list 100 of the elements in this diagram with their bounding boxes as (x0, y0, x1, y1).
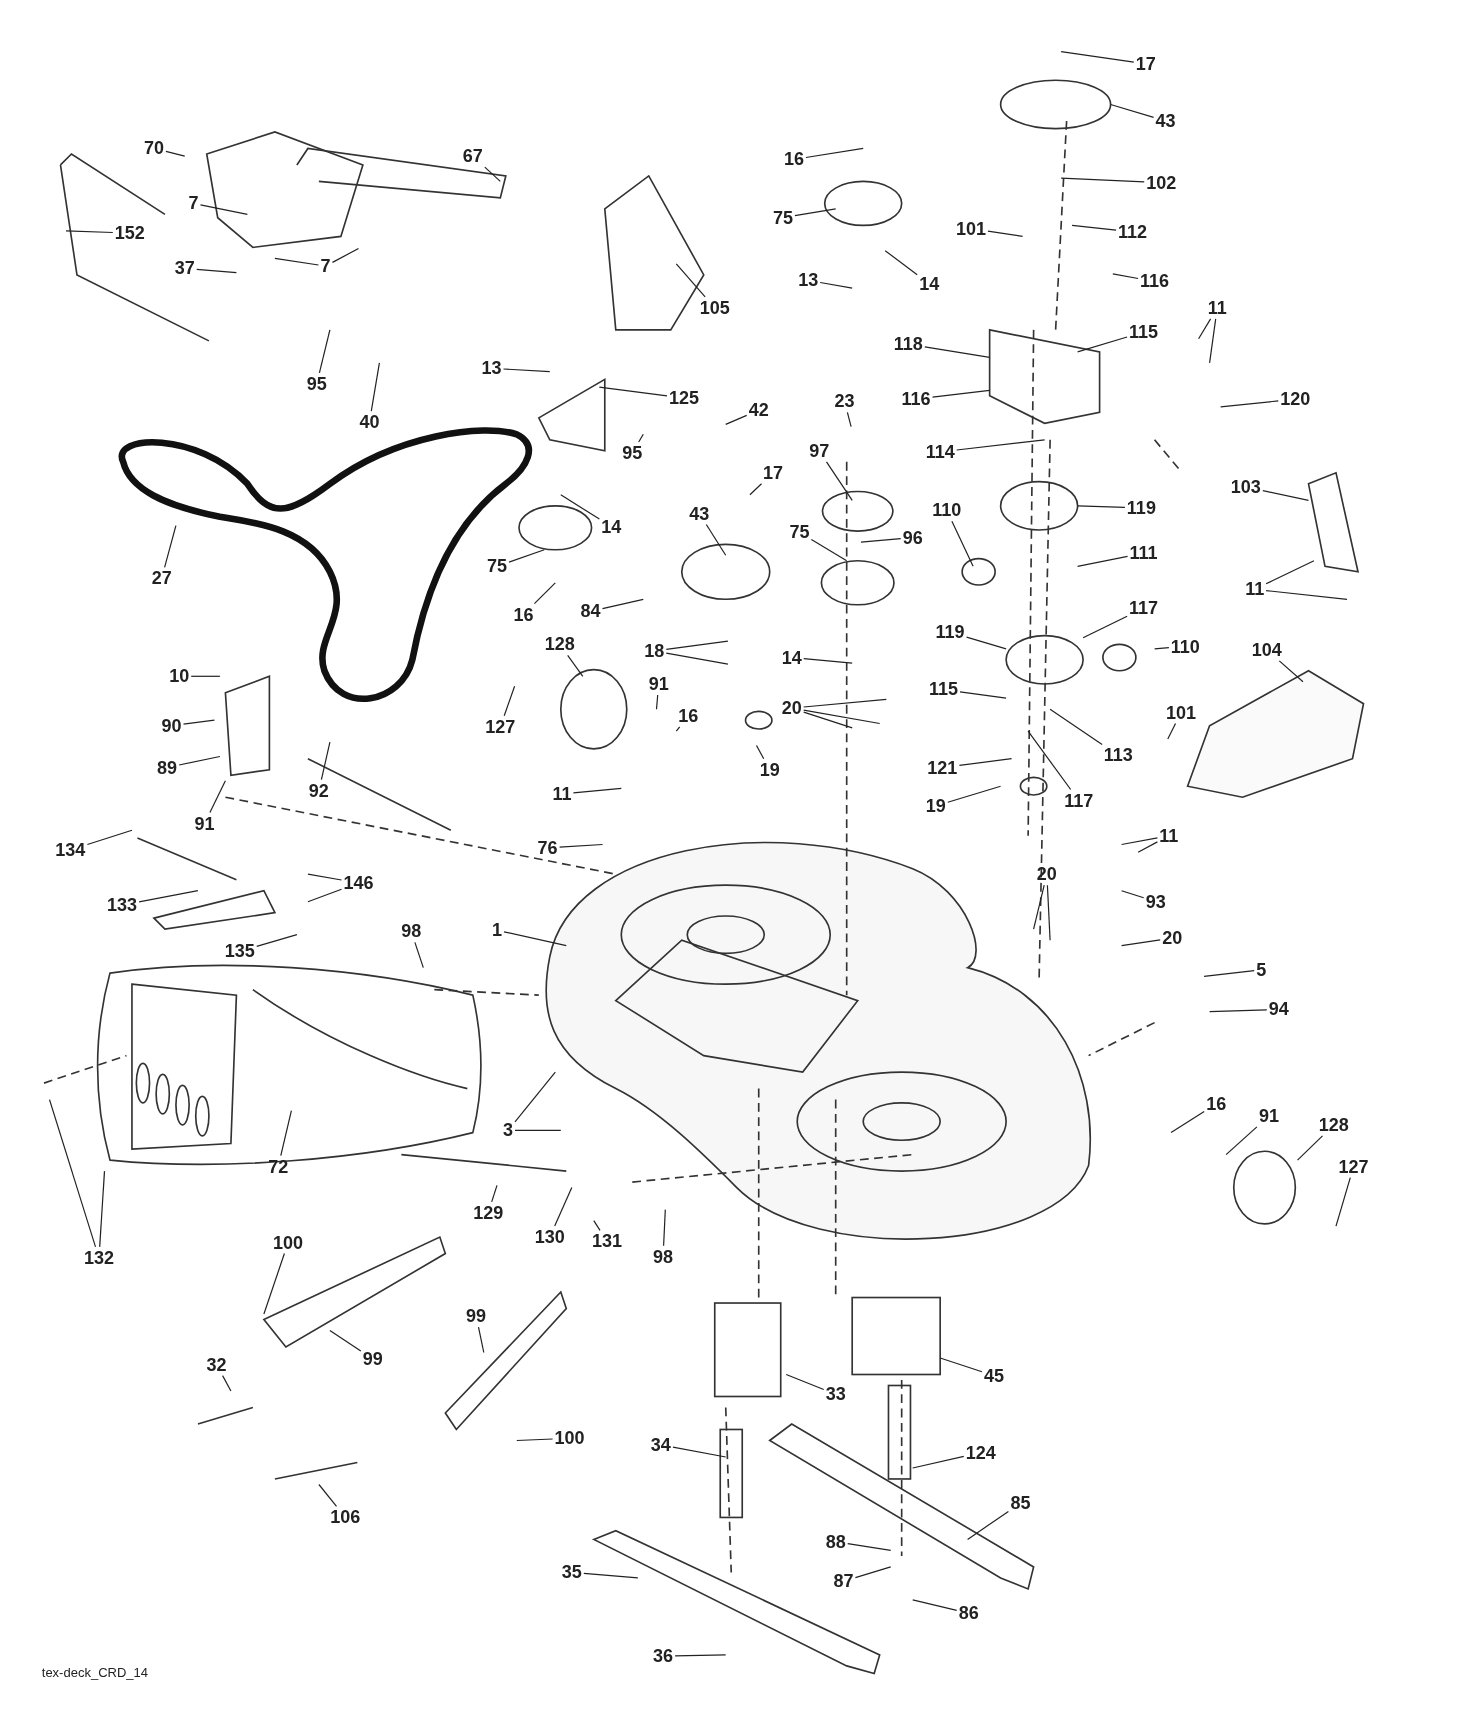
callout-number: 94 (1268, 999, 1289, 1020)
leader-line (491, 1184, 498, 1203)
leader-line (803, 711, 853, 729)
leader-line (484, 166, 501, 182)
leader-line (196, 268, 237, 274)
leader-line (263, 1252, 285, 1315)
leader-line (1265, 560, 1315, 585)
callout-number: 106 (330, 1507, 361, 1528)
leader-line (805, 147, 864, 159)
callout-number: 17 (1135, 53, 1156, 74)
callout-number: 146 (343, 872, 374, 893)
callout-number: 128 (544, 634, 575, 655)
callout-number: 93 (1145, 891, 1166, 912)
callout-number: 91 (194, 813, 215, 834)
leader-line (164, 525, 177, 568)
leader-line (675, 726, 681, 732)
leader-line (516, 1438, 554, 1442)
leader-line (601, 598, 644, 610)
leader-line (924, 346, 991, 358)
leader-line (1335, 1177, 1351, 1227)
leader-line (749, 483, 763, 496)
callout-number: 45 (984, 1365, 1005, 1386)
leader-line (1209, 1009, 1268, 1013)
leader-line (931, 389, 991, 398)
leader-line (794, 208, 837, 217)
callout-number: 133 (107, 894, 138, 915)
leader-line (1033, 884, 1045, 930)
leader-line (912, 1455, 965, 1469)
callout-number: 98 (653, 1246, 674, 1267)
callout-number: 86 (958, 1603, 979, 1624)
leader-line (803, 658, 853, 664)
leader-line (318, 1483, 338, 1507)
leader-line (199, 204, 248, 215)
callout-number: 127 (485, 716, 516, 737)
leader-line (1262, 490, 1310, 501)
callout-number: 99 (362, 1349, 383, 1370)
callout-number: 33 (825, 1384, 846, 1405)
callout-number: 10 (169, 666, 190, 687)
leader-line (825, 461, 853, 501)
leader-line (502, 368, 551, 373)
callout-number: 119 (1126, 498, 1156, 518)
callout-number: 121 (927, 757, 958, 778)
leader-line (48, 1099, 97, 1248)
callout-number: 87 (833, 1571, 854, 1592)
callout-number: 152 (114, 223, 145, 244)
leader-line (672, 1446, 727, 1458)
callout-number: 125 (668, 388, 699, 409)
leader-line (320, 741, 331, 781)
leader-line (951, 520, 974, 567)
leader-line (1049, 708, 1103, 745)
leader-line (583, 1572, 639, 1579)
callout-number: 119 (935, 622, 965, 643)
leader-line (274, 257, 320, 266)
callout-number: 115 (928, 679, 958, 700)
leader-line (560, 494, 600, 520)
callout-number: 127 (1338, 1156, 1369, 1177)
callout-number: 3 (503, 1120, 513, 1141)
leader-line (958, 758, 1013, 766)
leader-line (912, 1599, 958, 1611)
callout-number: 14 (919, 273, 940, 294)
leader-line (1278, 660, 1304, 683)
callout-number: 19 (925, 796, 946, 816)
callout-number: 131 (591, 1231, 622, 1252)
leader-line (508, 549, 545, 563)
callout-number: 132 (83, 1247, 114, 1268)
callout-number: 42 (748, 400, 769, 421)
leader-line (1296, 1135, 1324, 1161)
leader-line (1112, 273, 1139, 280)
leader-line (1077, 505, 1126, 508)
drawing-code: tex-deck_CRD_14 (41, 1664, 148, 1680)
callout-number: 40 (359, 412, 380, 433)
callout-number: 92 (308, 780, 329, 801)
leader-line (329, 1329, 362, 1352)
leader-line (785, 1373, 825, 1391)
callout-number: 67 (462, 146, 483, 167)
callout-number: 34 (650, 1434, 671, 1455)
leader-line (705, 523, 727, 556)
leader-line (939, 1357, 983, 1373)
callout-number: 91 (1258, 1106, 1279, 1127)
callout-number: 5 (1256, 959, 1267, 980)
leader-line (514, 1071, 556, 1123)
leader-line (1167, 722, 1177, 740)
callout-number: 72 (268, 1156, 289, 1177)
leader-line (725, 414, 748, 425)
leader-line (1046, 884, 1051, 941)
leader-line (947, 785, 1002, 803)
callout-number: 7 (320, 256, 331, 277)
leader-line (663, 1209, 666, 1247)
callout-number: 85 (1010, 1493, 1031, 1514)
leader-line (819, 281, 853, 289)
leader-line (222, 1375, 232, 1392)
callout-number: 76 (537, 837, 558, 858)
callout-number: 32 (206, 1354, 227, 1375)
leader-line (99, 1170, 106, 1248)
leader-line (1077, 336, 1128, 353)
leader-line (755, 744, 765, 760)
callout-number: 104 (1251, 639, 1282, 660)
leader-line (675, 263, 706, 298)
callout-number: 110 (932, 500, 962, 521)
callout-number: 91 (648, 673, 669, 694)
